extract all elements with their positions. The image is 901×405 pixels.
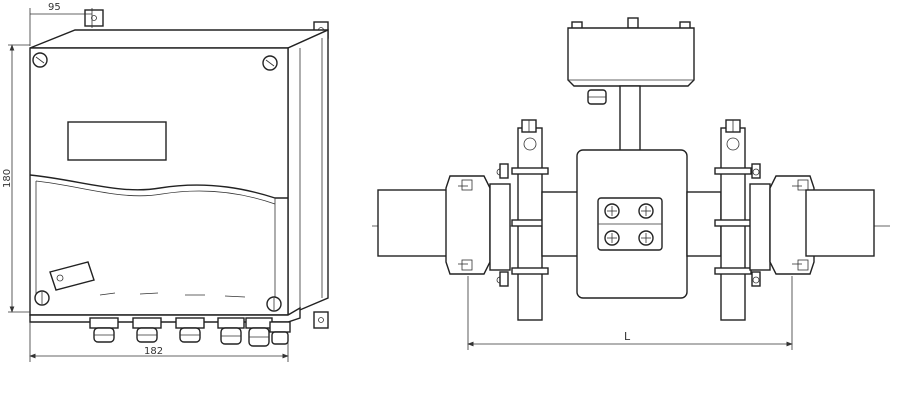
left-pipe-stub <box>377 189 459 257</box>
sensor-neck <box>619 85 641 153</box>
dimension-label-182: 182 <box>144 346 163 357</box>
corner-screw-br <box>266 296 282 312</box>
terminal-block <box>49 261 95 291</box>
cable-gland-3 <box>175 317 205 343</box>
cable-gland-6 <box>269 321 291 345</box>
electrode-screw-4 <box>638 230 654 246</box>
corner-screw-bl <box>34 290 50 306</box>
corner-screw-tr <box>262 55 278 71</box>
display-window <box>67 121 167 161</box>
dimension-label-L: L <box>624 330 631 343</box>
lid-separation-curve <box>29 174 288 199</box>
flowmeter-sensor <box>372 17 890 321</box>
cable-gland-4 <box>217 317 245 345</box>
enclosure-top-face <box>29 29 329 49</box>
dimension-height: 180 <box>2 44 30 313</box>
converter-enclosure <box>29 9 329 347</box>
electrode-screw-2 <box>638 203 654 219</box>
right-pipe-stub <box>805 189 875 257</box>
right-bottom-mounting-tab <box>313 311 329 329</box>
dimension-label-95: 95 <box>48 2 61 13</box>
dimension-bottom-width: 182 <box>29 322 289 362</box>
top-mounting-tab <box>84 9 104 27</box>
dimension-top-width: 95 <box>29 2 93 46</box>
dimension-length: L <box>467 276 793 350</box>
electrode-screw-3 <box>604 230 620 246</box>
cable-gland-2 <box>132 317 162 343</box>
electrode-screw-1 <box>604 203 620 219</box>
cable-gland-5 <box>245 317 273 347</box>
dimension-label-180: 180 <box>2 169 13 188</box>
right-coupling <box>769 175 815 275</box>
corner-screw-tl <box>32 52 48 68</box>
sensor-junction-box <box>567 27 695 87</box>
cable-gland-1 <box>89 317 119 343</box>
left-coupling <box>445 175 491 275</box>
